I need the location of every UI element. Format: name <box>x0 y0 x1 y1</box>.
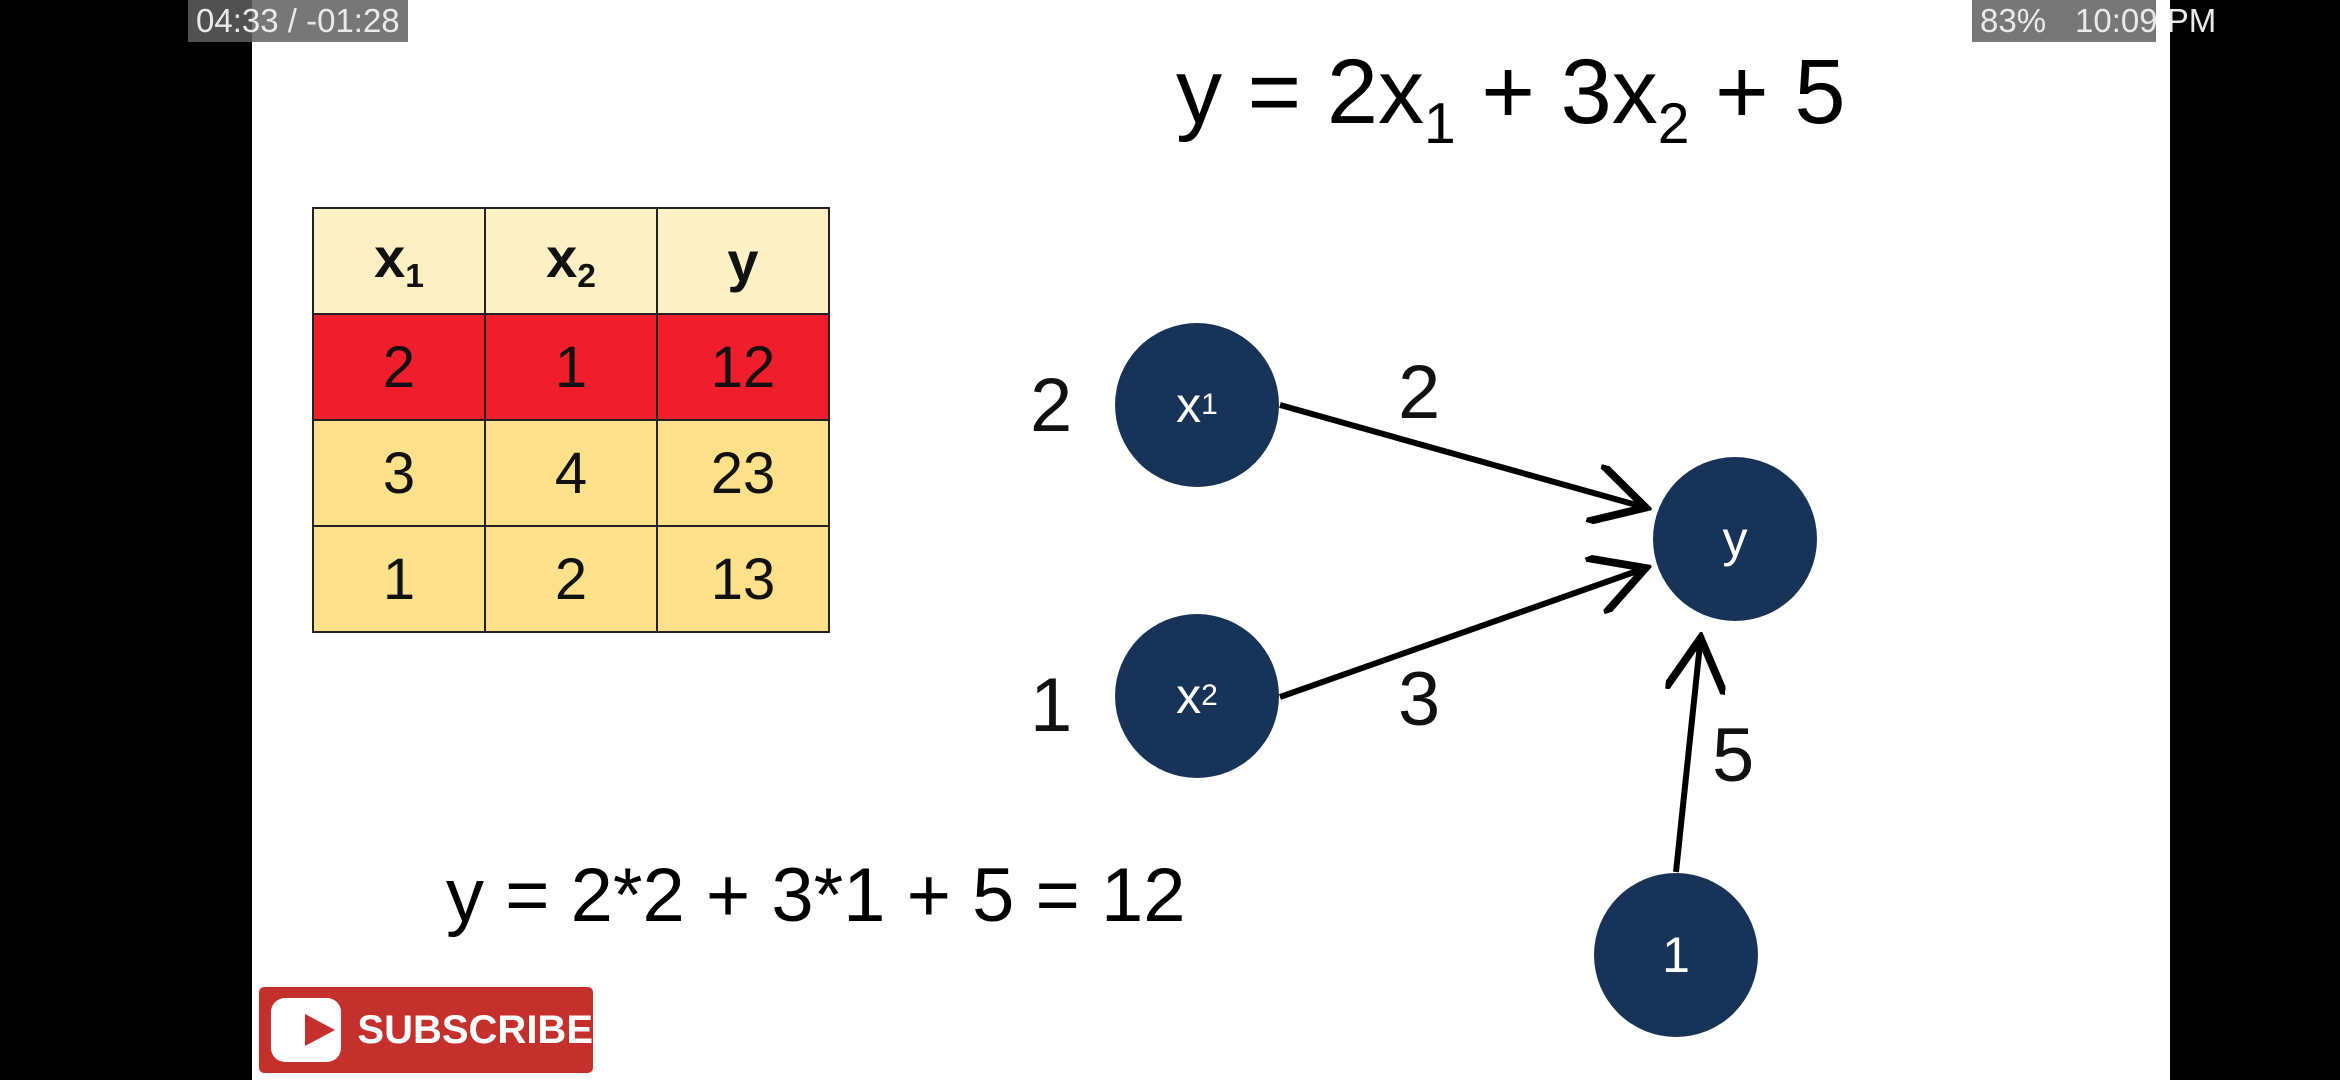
node-label: x <box>1176 377 1202 433</box>
weight-bias: 5 <box>1712 713 1755 798</box>
weight-x2: 3 <box>1398 657 1441 742</box>
battery-indicator: 83% <box>1972 0 2156 42</box>
subscribe-label: SUBSCRIBE <box>357 1007 593 1052</box>
playback-time-text: 04:33 / -01:28 <box>196 2 400 39</box>
node-label: x <box>1176 668 1202 724</box>
table-cell: 23 <box>656 419 830 527</box>
node-y: y <box>1653 457 1817 621</box>
input-value-x2: 1 <box>1030 663 1073 748</box>
table-cell: 12 <box>656 313 830 421</box>
table-cell: 2 <box>484 525 658 633</box>
table-row: 2 1 12 <box>312 313 830 421</box>
calculation-equation: y = 2*2 + 3*1 + 5 = 12 <box>446 853 1186 938</box>
eq-part: y = 2x <box>1176 41 1425 143</box>
header-x1: x1 <box>312 207 486 315</box>
table-cell: 13 <box>656 525 830 633</box>
weight-x1: 2 <box>1398 350 1441 435</box>
header-y: y <box>656 207 830 315</box>
table-cell: 4 <box>484 419 658 527</box>
node-sub: 2 <box>1201 679 1218 712</box>
battery-text: 83% <box>1980 2 2047 39</box>
subscribe-button[interactable]: SUBSCRIBE <box>256 984 596 1076</box>
clock: 10:09 PM <box>2075 0 2216 42</box>
eq-sub: 1 <box>1424 91 1456 156</box>
node-sub: 1 <box>1201 388 1218 421</box>
table-cell: 1 <box>484 313 658 421</box>
header-label: x <box>546 226 578 290</box>
table-row: 1 2 13 <box>312 525 830 633</box>
header-sub: 2 <box>577 258 596 296</box>
eq-part: + 3x <box>1455 41 1658 143</box>
header-sub: 1 <box>405 258 424 296</box>
table-cell: 2 <box>312 313 486 421</box>
table-header-row: x1 x2 y <box>312 207 830 315</box>
table-cell: 1 <box>312 525 486 633</box>
clock-text: 10:09 PM <box>2075 2 2217 39</box>
eq-sub: 2 <box>1657 91 1690 156</box>
edge-bias-y <box>1676 644 1700 873</box>
main-equation: y = 2x1 + 3x2 + 5 <box>1176 40 1845 157</box>
node-bias: 1 <box>1594 873 1758 1037</box>
youtube-play-icon <box>271 998 342 1062</box>
eq-part: + 5 <box>1689 41 1846 143</box>
playback-time: 04:33 / -01:28 <box>188 0 408 42</box>
edge-x1-y <box>1279 402 1640 506</box>
input-value-x1: 2 <box>1030 363 1073 448</box>
table-cell: 3 <box>312 419 486 527</box>
edge-x2-y <box>1279 570 1640 700</box>
header-label: x <box>374 226 406 290</box>
table-row: 3 4 23 <box>312 419 830 527</box>
header-x2: x2 <box>484 207 658 315</box>
header-label: y <box>727 229 759 293</box>
data-table: x1 x2 y 2 1 12 3 4 23 1 2 13 <box>312 207 830 633</box>
